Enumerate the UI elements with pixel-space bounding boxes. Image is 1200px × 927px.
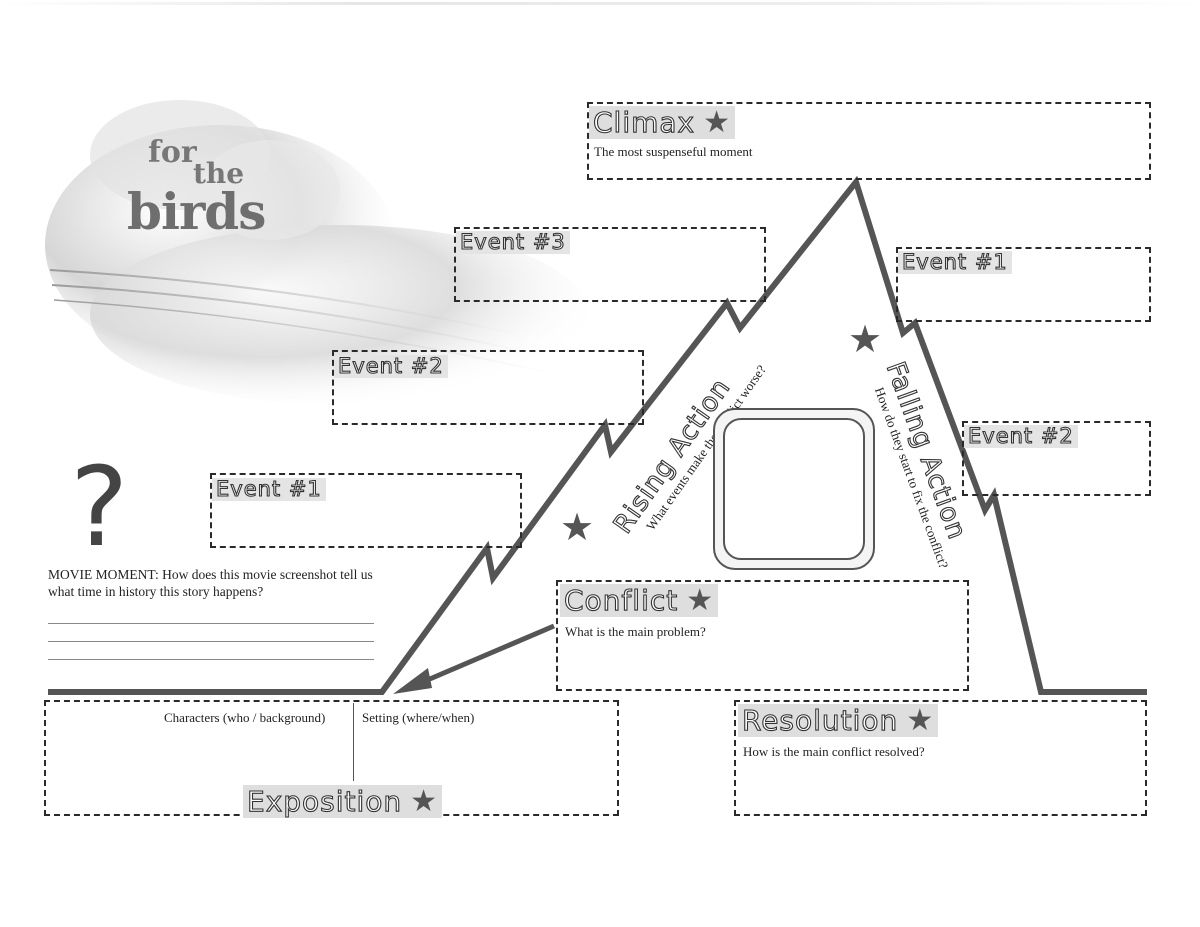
falling-action-star-icon: ★ [848,319,883,361]
star-icon: ★ [686,583,715,618]
rising-event-3-box[interactable] [454,227,766,302]
resolution-title-text: Resolution [741,704,899,737]
setting-label: Setting (where/when) [362,710,475,725]
question-mark-icon: ? [70,443,129,571]
star-icon: ★ [906,703,935,738]
cloud-logo-image [45,100,590,405]
resolution-prompt: How is the main conflict resolved? [743,744,925,759]
star-icon: ★ [703,105,732,140]
resolution-title: Resolution★ [738,703,939,738]
picture-frame[interactable] [713,408,875,570]
conflict-pointer-arrowhead [393,668,432,694]
climax-title-text: Climax [592,106,696,139]
scan-top-edge [0,2,1200,5]
logo-word-for: for [148,135,197,170]
logo-word-the: the [193,157,245,190]
resolution-box[interactable] [734,700,1147,816]
conflict-title: Conflict★ [560,583,719,618]
plot-mountain-outline [48,175,1147,695]
conflict-title-text: Conflict [563,584,679,617]
climax-title: Climax★ [589,105,736,140]
picture-frame-inner[interactable] [723,418,865,560]
answer-line[interactable] [48,659,374,660]
logo-word-birds: birds [127,182,266,241]
characters-label: Characters (who / background) [164,710,326,725]
exposition-divider [353,703,354,781]
climax-box[interactable] [587,102,1151,180]
rising-event-1-title: Event #1 [212,477,326,501]
rising-event-1-box[interactable] [210,473,522,548]
falling-event-1-box[interactable] [896,247,1151,322]
rising-event-2-title: Event #2 [334,354,448,378]
answer-line[interactable] [48,623,374,624]
exposition-title: Exposition★ [243,784,443,819]
movie-moment-text: MOVIE MOMENT: How does this movie screen… [48,567,373,599]
conflict-prompt: What is the main problem? [565,624,706,639]
rising-action-star-icon: ★ [560,507,595,549]
falling-event-2-box[interactable] [962,421,1151,496]
rising-event-3-title: Event #3 [456,230,570,254]
falling-event-1-title: Event #1 [898,250,1012,274]
exposition-title-text: Exposition [246,785,403,818]
rising-event-2-box[interactable] [332,350,644,425]
climax-prompt: The most suspenseful moment [594,144,753,159]
falling-event-2-title: Event #2 [964,424,1078,448]
conflict-box[interactable] [556,580,969,691]
star-icon: ★ [410,784,439,819]
answer-line[interactable] [48,641,374,642]
